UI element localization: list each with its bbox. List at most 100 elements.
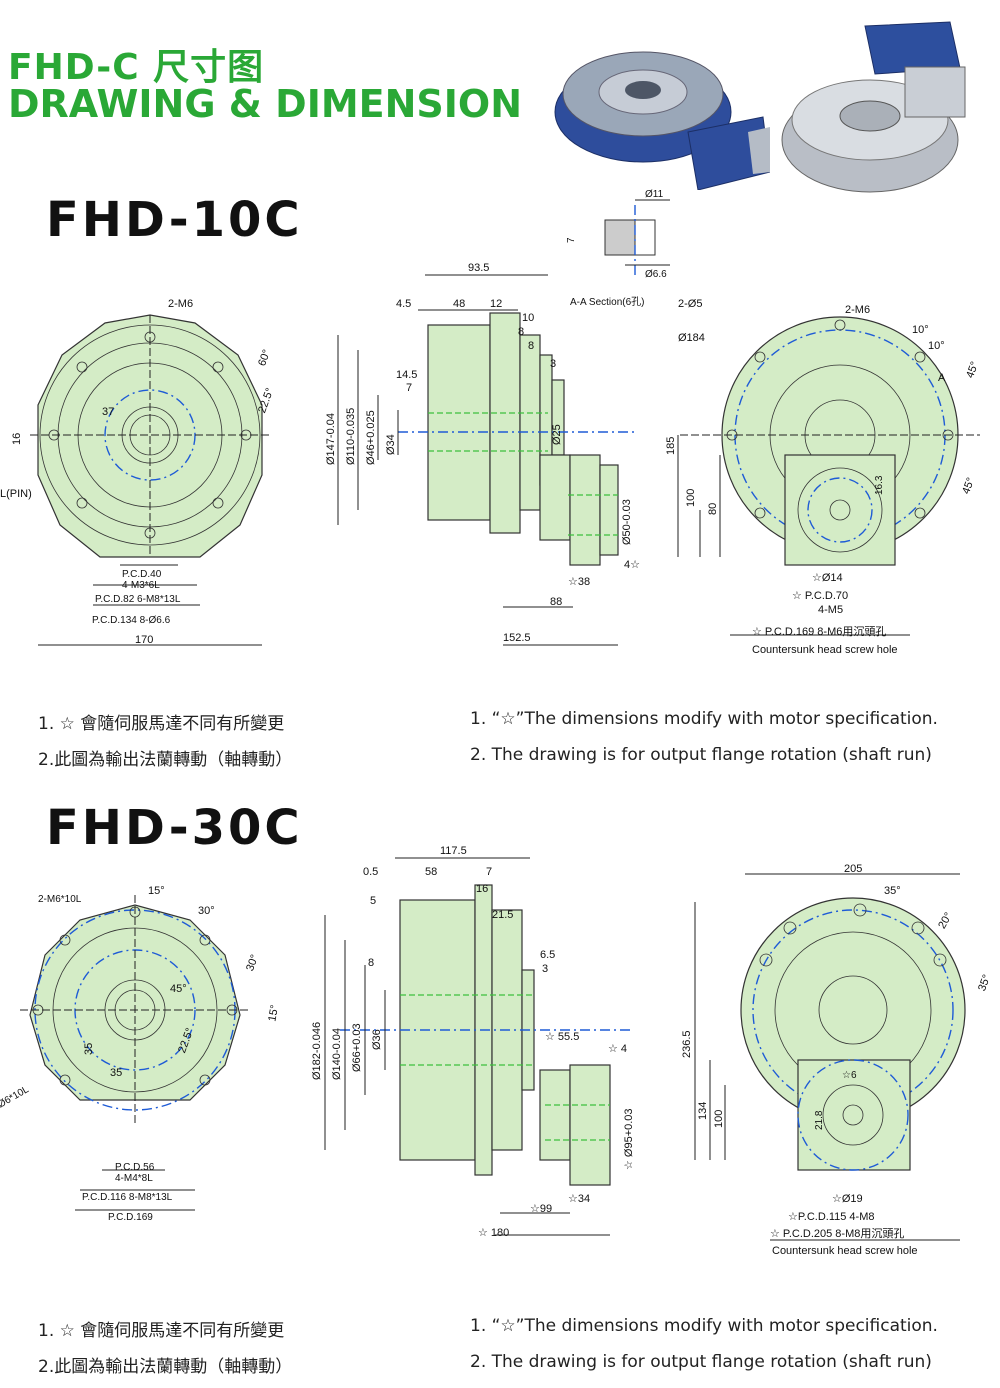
dim-30-top-pcd205: ☆ P.C.D.205 8-M8用沉頭孔 <box>770 1227 904 1240</box>
dim-10-top-m6: 2-M6 <box>845 304 870 316</box>
dim-30-pcd116: P.C.D.116 8-M8*13L <box>82 1192 173 1203</box>
model-fhd30c: FHD-30C <box>46 800 303 856</box>
dim-30-top-2365: 236.5 <box>681 1030 693 1058</box>
dim-10-sec-phi11: Ø11 <box>645 189 664 200</box>
title-cn: FHD-C 尺寸图 <box>8 47 265 88</box>
dim-30-a15: 15° <box>148 885 165 897</box>
dim-10-phi50: Ø50-0.03 <box>621 499 633 545</box>
dim-10-pcd40: P.C.D.40 <box>122 569 162 580</box>
dim-10-top-holes: 2-Ø5 <box>678 298 702 310</box>
dim-10-top-counter: Countersunk head screw hole <box>752 644 898 656</box>
dim-30-a30b: 30° <box>244 953 261 973</box>
dim-10-m6: 2-M6 <box>168 298 193 310</box>
dim-10-sec-phi66: Ø6.6 <box>645 269 667 280</box>
dim-30-a30a: 30° <box>198 905 215 917</box>
dim-10-8a: 8 <box>518 326 524 338</box>
dim-30-34: ☆34 <box>568 1193 590 1205</box>
dim-30-3: 3 <box>542 963 548 975</box>
dim-10-top-m5: 4-M5 <box>818 604 843 616</box>
dim-10-45: 4.5 <box>396 298 411 310</box>
dim-30-phi182: Ø182-0.046 <box>311 1022 323 1080</box>
dim-30-05: 0.5 <box>363 866 378 878</box>
dim-30-top-205: 205 <box>844 863 862 875</box>
dim-30-16: 16 <box>476 883 488 895</box>
dim-30-phi36: Ø36 <box>371 1029 383 1050</box>
dim-30-phi140: Ø140-0.04 <box>331 1028 343 1080</box>
front-view-fhd30: 2-M6*10L 15° 30° 30° 15° 45° 22.5° 35 35… <box>0 885 281 1223</box>
section-aa-label: A-A Section(6孔) <box>570 296 644 308</box>
dim-10-3: 3 <box>550 358 556 370</box>
dim-10-7: 7 <box>406 382 412 394</box>
section-aa-fhd10: Ø11 7 Ø6.6 A-A Section(6孔) <box>566 189 670 308</box>
dim-30-65: 6.5 <box>540 949 555 961</box>
dim-10-4star: 4☆ <box>624 559 640 571</box>
dim-10-top-phi14: ☆Ø14 <box>812 572 843 584</box>
dim-10-12: 12 <box>490 298 502 310</box>
dim-10-16: 16 <box>11 433 23 445</box>
note-30-en2: 2. The drawing is for output flange rota… <box>470 1352 932 1372</box>
note-30-cn1: 1. ☆ 會隨伺服馬達不同有所變更 <box>38 1321 285 1341</box>
dim-10-phi25: Ø25 <box>551 424 563 445</box>
note-30-en1: 1. “☆”The dimensions modify with motor s… <box>470 1316 938 1336</box>
dim-10-top-a10b: 10° <box>928 340 945 352</box>
dim-30-phi95: ☆ Ø95+0.03 <box>623 1108 635 1170</box>
dim-10-top-pcd70: ☆ P.C.D.70 <box>792 590 848 602</box>
dim-30-555: ☆ 55.5 <box>545 1031 579 1043</box>
side-view-fhd10: 93.5 4.5 48 12 10 8 8 3 14.5 7 Ø147-0.04… <box>325 262 640 646</box>
dim-10-top-pcd169: ☆ P.C.D.169 8-M6用沉頭孔 <box>752 625 886 638</box>
dim-30-m4: 4-M4*8L <box>115 1173 153 1184</box>
dim-10-phi147: Ø147-0.04 <box>325 413 337 465</box>
dim-10-935: 93.5 <box>468 262 489 274</box>
dim-30-top-a20: 20° <box>936 911 955 931</box>
dim-10-phi110: Ø110-0.035 <box>345 408 357 465</box>
dim-10-pcd82: P.C.D.82 6-M8*13L <box>95 594 181 605</box>
dim-30-top-134: 134 <box>697 1102 709 1120</box>
dim-10-top-80: 80 <box>707 503 719 515</box>
dim-30-top-218: 21.8 <box>814 1110 825 1130</box>
dim-30-35b: 35 <box>110 1067 122 1079</box>
reducer-blue-photo <box>554 51 770 190</box>
note-10-en1: 1. “☆”The dimensions modify with motor s… <box>470 709 938 729</box>
dim-10-top-a10a: 10° <box>912 324 929 336</box>
dim-30-180: ☆ 180 <box>478 1227 509 1239</box>
dim-10-phi46: Ø46+0.025 <box>365 410 377 465</box>
dim-30-phi6: Ø6*10L <box>0 1084 31 1111</box>
dim-10-a225: 22.5° <box>256 386 276 414</box>
dim-10-top-185: 185 <box>665 437 677 455</box>
dim-30-phi66: Ø66+0.03 <box>351 1023 363 1072</box>
dim-30-a45: 45° <box>170 983 187 995</box>
dim-10-top-phi184: Ø184 <box>678 332 705 344</box>
dim-30-top-6: ☆6 <box>842 1070 857 1081</box>
dim-10-8b: 8 <box>528 340 534 352</box>
dim-30-top-pcd115: ☆P.C.D.115 4-M8 <box>788 1211 875 1223</box>
dim-30-top-a35b: 35° <box>976 973 993 993</box>
front-view-fhd10: 2-M6 60° 22.5° 37 16 L(PIN) P.C.D.40 4-M… <box>0 298 276 646</box>
dim-10-pcd134: P.C.D.134 8-Ø6.6 <box>92 615 171 626</box>
dim-30-1175: 117.5 <box>440 845 467 857</box>
reducer-silver-photo <box>781 21 966 193</box>
dim-30-4: ☆ 4 <box>608 1043 627 1055</box>
dim-10-145: 14.5 <box>396 369 417 381</box>
dim-10-top-aa: A <box>938 372 946 384</box>
dim-30-m6: 2-M6*10L <box>38 894 82 905</box>
dim-10-10: 10 <box>522 312 534 324</box>
dim-10-top-100: 100 <box>685 489 697 507</box>
dim-10-38: ☆38 <box>568 576 590 588</box>
dim-30-35a: 35 <box>83 1043 95 1055</box>
side-view-fhd30: 117.5 0.5 58 7 16 5 21.5 6.5 3 8 Ø182-0.… <box>311 845 635 1239</box>
title-en: DRAWING & DIMENSION <box>8 82 523 126</box>
dim-10-48: 48 <box>453 298 465 310</box>
dim-30-top-phi19: ☆Ø19 <box>832 1193 863 1205</box>
dim-10-1525: 152.5 <box>503 632 531 644</box>
dim-10-top-a45b: 45° <box>960 476 977 496</box>
dim-30-8: 8 <box>368 957 374 969</box>
note-10-cn2: 2.此圖為輸出法蘭轉動（軸轉動） <box>38 750 293 770</box>
note-10-cn1: 1. ☆ 會隨伺服馬達不同有所變更 <box>38 714 285 734</box>
dim-10-top-a45a: 45° <box>964 360 981 380</box>
dim-10-88: 88 <box>550 596 562 608</box>
dim-10-170: 170 <box>135 634 153 646</box>
dim-30-215: 21.5 <box>492 909 513 921</box>
dim-10-sec-7: 7 <box>566 237 577 243</box>
top-view-fhd30: 205 35° 20° 35° 236.5 134 100 21.8 ☆6 ☆Ø… <box>681 863 993 1257</box>
dim-30-top-counter: Countersunk head screw hole <box>772 1245 918 1257</box>
